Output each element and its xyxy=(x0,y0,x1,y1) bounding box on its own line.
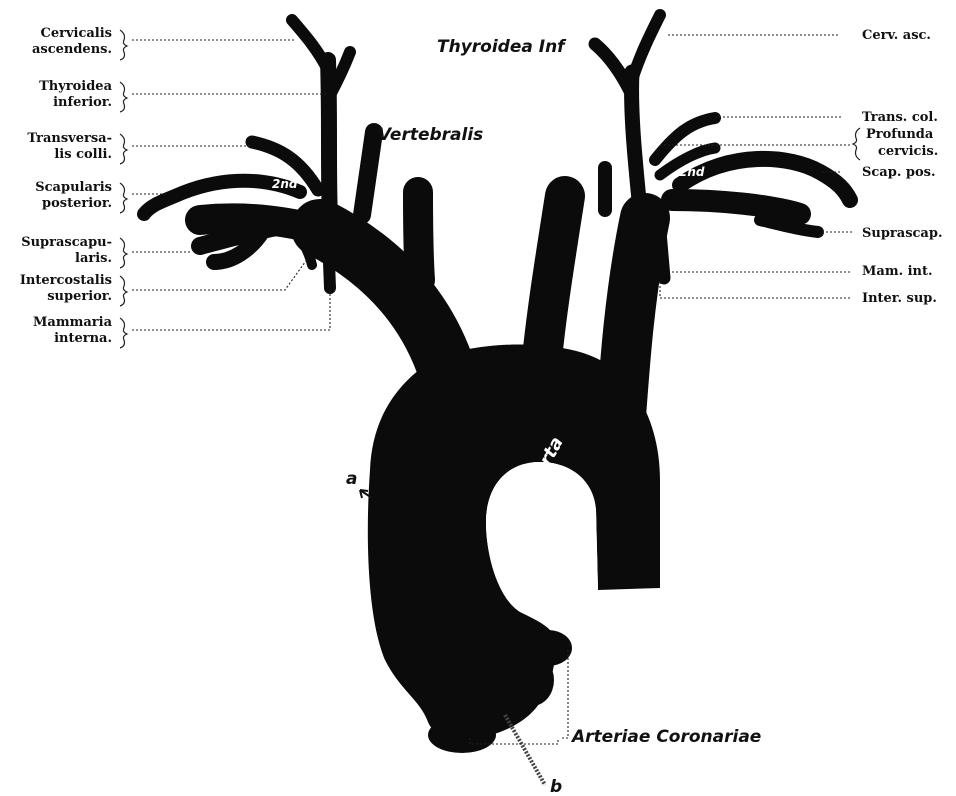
label-transversalis-1: Transversa- xyxy=(27,131,112,146)
innominate-artery xyxy=(320,228,455,400)
left-subclavian xyxy=(620,218,645,430)
label-intercostalis-2: superior. xyxy=(47,289,112,304)
label-suprascapularis-1: Suprascapu- xyxy=(21,235,112,250)
left-common-carotid xyxy=(540,196,565,380)
right-vertebralis xyxy=(362,132,374,215)
leader-inter-sup xyxy=(660,282,850,298)
brace-mammaria xyxy=(120,318,127,348)
label-cervicalis-2: ascendens. xyxy=(32,42,112,57)
label-mammaria-2: interna. xyxy=(54,331,112,346)
label-scapularis-2: posterior. xyxy=(42,196,112,211)
thyroidea-inf-label: Thyroidea Inf xyxy=(437,37,567,57)
label-scapularis-1: Scapularis xyxy=(35,180,112,195)
label-intercostalis-1: Intercostalis xyxy=(20,273,112,288)
brace-transversalis xyxy=(120,134,127,164)
right-common-carotid xyxy=(418,192,420,280)
label-mammaria-1: Mammaria xyxy=(33,315,113,330)
marker-a: a xyxy=(346,469,357,489)
brace-cervicalis xyxy=(120,30,127,60)
left-suprascapularis xyxy=(672,200,800,214)
second-right-label: 2nd xyxy=(679,165,705,179)
label-cervicalis-1: Cervicalis xyxy=(41,26,113,41)
label-trans-col: Trans. col. xyxy=(862,110,938,125)
marker-b: b xyxy=(550,777,562,796)
label-profunda-2: cervicis. xyxy=(878,144,938,159)
label-thyroidea-2: inferior. xyxy=(53,95,112,110)
label-mam-int: Mam. int. xyxy=(862,264,933,279)
label-suprascap: Suprascap. xyxy=(862,226,942,241)
brace-suprascapularis xyxy=(120,238,127,268)
label-suprascapularis-2: laris. xyxy=(75,251,112,266)
second-left-label: 2nd xyxy=(272,177,298,191)
vertebralis-label: Vertebralis xyxy=(378,125,483,145)
left-cervicalis-ascendens xyxy=(632,15,660,80)
label-inter-sup: Inter. sup. xyxy=(862,291,937,306)
right-mammaria-interna xyxy=(328,236,330,288)
left-mammaria-interna xyxy=(660,232,664,278)
leader-coronariae-top xyxy=(560,650,568,738)
label-transversalis-2: lis colli. xyxy=(54,147,112,162)
vessel-silhouette xyxy=(144,15,850,753)
right-cervicalis-ascendens xyxy=(292,20,328,70)
brace-intercostalis xyxy=(120,276,127,306)
label-scap-pos: Scap. pos. xyxy=(862,165,935,180)
brace-thyroidea xyxy=(120,82,127,112)
label-thyroidea-1: Thyroidea xyxy=(39,79,112,94)
aortic-root-base xyxy=(428,717,496,753)
left-suprascapularis-end xyxy=(760,220,818,232)
leader-mammaria xyxy=(132,290,330,330)
left-coronary-artery xyxy=(510,654,554,706)
label-profunda-1: Profunda xyxy=(866,127,934,142)
brace-profunda xyxy=(853,128,860,160)
label-cerv-asc: Cerv. asc. xyxy=(862,28,931,43)
arteriae-coronariae-label: Arteriae Coronariae xyxy=(570,727,761,747)
third-right-label: 3rd xyxy=(745,172,768,186)
catheter-probe xyxy=(505,715,545,785)
brace-scapularis xyxy=(120,183,127,213)
